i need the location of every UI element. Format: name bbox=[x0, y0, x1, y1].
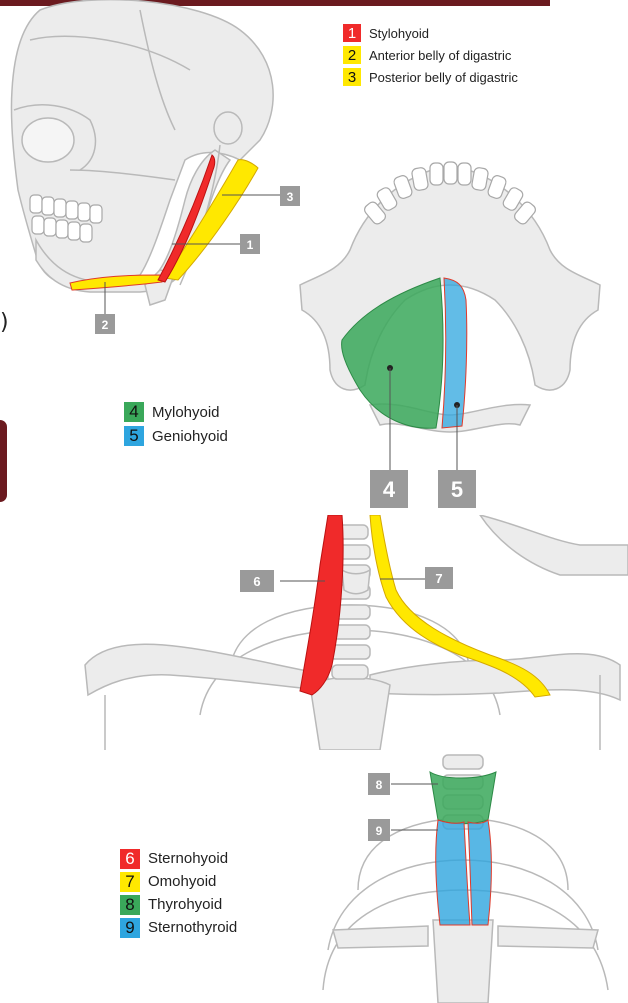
callout-tag-4: 4 bbox=[370, 470, 408, 508]
legend-swatch: 8 bbox=[120, 895, 140, 915]
legend-label: Sternohyoid bbox=[148, 850, 228, 867]
legend-label: Thyrohyoid bbox=[148, 896, 222, 913]
legend-item: 1 Stylohyoid bbox=[343, 22, 518, 44]
mandible-floor-illustration: 4 5 bbox=[280, 150, 620, 510]
legend-swatch: 3 bbox=[343, 68, 361, 86]
svg-text:6: 6 bbox=[253, 574, 260, 589]
svg-text:2: 2 bbox=[102, 318, 109, 332]
legend-swatch: 4 bbox=[124, 402, 144, 422]
callout-tag-8: 8 bbox=[368, 773, 390, 795]
legend-label: Geniohyoid bbox=[152, 428, 228, 445]
legend-item: 4 Mylohyoid bbox=[124, 400, 228, 424]
neck-clavicle-illustration: 6 7 bbox=[80, 515, 628, 750]
legend-item: 9 Sternothyroid bbox=[120, 916, 237, 939]
legend-item: 7 Omohyoid bbox=[120, 870, 237, 893]
callout-tag-2: 2 bbox=[95, 314, 115, 334]
legend-label: Posterior belly of digastric bbox=[369, 70, 518, 85]
neck-bones bbox=[85, 515, 628, 750]
legend-swatch: 5 bbox=[124, 426, 144, 446]
legend-item: 8 Thyrohyoid bbox=[120, 893, 237, 916]
sternothyroid-muscle bbox=[468, 820, 491, 925]
svg-text:4: 4 bbox=[383, 477, 396, 502]
legend-swatch: 2 bbox=[343, 46, 361, 64]
callout-tag-1: 1 bbox=[240, 234, 260, 254]
svg-text:1: 1 bbox=[247, 238, 254, 252]
legend-swatch: 7 bbox=[120, 872, 140, 892]
legend-label: Stylohyoid bbox=[369, 26, 429, 41]
legend-infrahyoid: 6 Sternohyoid 7 Omohyoid 8 Thyrohyoid 9 … bbox=[120, 847, 237, 939]
legend-swatch: 9 bbox=[120, 918, 140, 938]
callout-tag-7: 7 bbox=[425, 567, 453, 589]
thyrohyoid-muscle bbox=[430, 772, 496, 824]
sternothyroid-muscle bbox=[436, 820, 470, 925]
legend-suprahyoid-top: 1 Stylohyoid 2 Anterior belly of digastr… bbox=[343, 22, 518, 88]
legend-suprahyoid-floor: 4 Mylohyoid 5 Geniohyoid bbox=[124, 400, 228, 448]
legend-label: Anterior belly of digastric bbox=[369, 48, 511, 63]
skull-lateral-illustration: 1 3 2 bbox=[0, 0, 320, 345]
legend-label: Mylohyoid bbox=[152, 404, 220, 421]
svg-text:8: 8 bbox=[376, 778, 383, 792]
callout-tag-5: 5 bbox=[438, 470, 476, 508]
svg-text:9: 9 bbox=[376, 824, 383, 838]
legend-swatch: 1 bbox=[343, 24, 361, 42]
callout-tag-9: 9 bbox=[368, 819, 390, 841]
legend-item: 6 Sternohyoid bbox=[120, 847, 237, 870]
legend-swatch: 6 bbox=[120, 849, 140, 869]
callout-tag-6: 6 bbox=[240, 570, 274, 592]
legend-item: 3 Posterior belly of digastric bbox=[343, 66, 518, 88]
legend-label: Omohyoid bbox=[148, 873, 216, 890]
svg-text:7: 7 bbox=[435, 571, 442, 586]
legend-item: 5 Geniohyoid bbox=[124, 424, 228, 448]
legend-item: 2 Anterior belly of digastric bbox=[343, 44, 518, 66]
svg-text:5: 5 bbox=[451, 477, 463, 502]
legend-label: Sternothyroid bbox=[148, 919, 237, 936]
frame-edge bbox=[0, 420, 7, 502]
deep-infrahyoid-illustration: 8 9 bbox=[318, 750, 628, 1003]
